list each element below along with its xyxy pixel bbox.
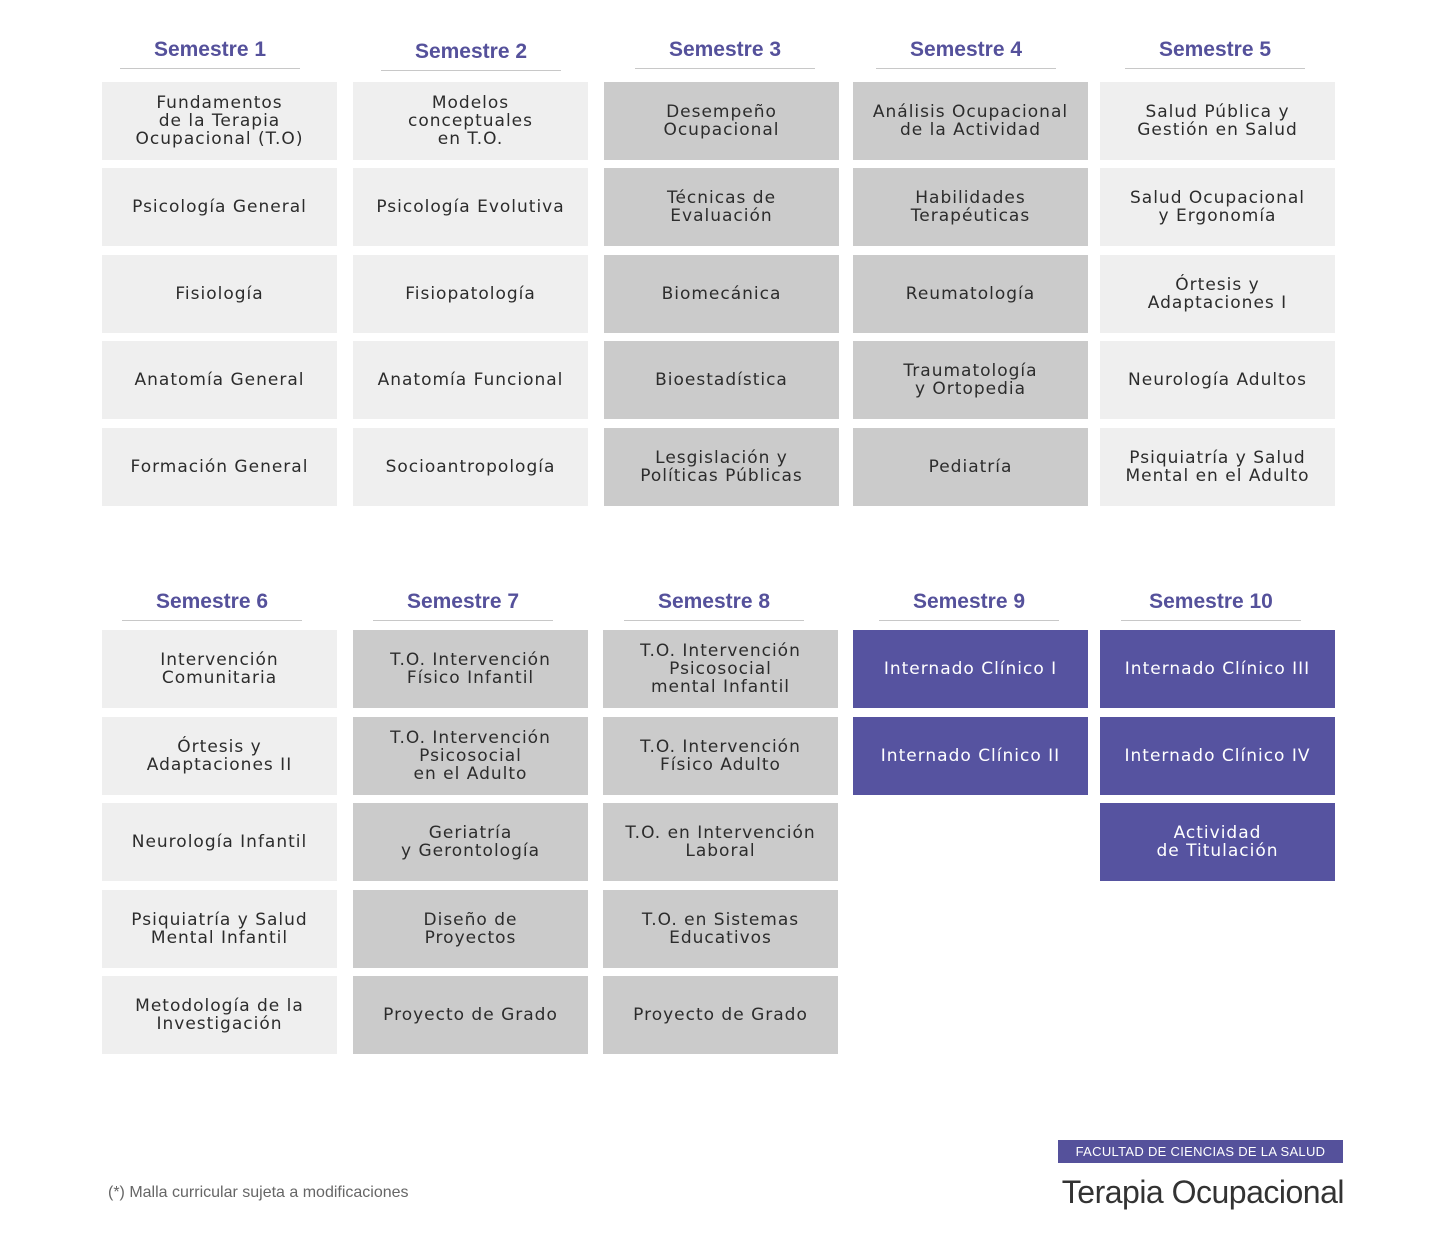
course-cell: Intervención Comunitaria: [102, 630, 337, 708]
course-cell: Órtesis y Adaptaciones I: [1100, 255, 1335, 333]
course-cell: Diseño de Proyectos: [353, 890, 588, 968]
course-cell: Desempeño Ocupacional: [604, 82, 839, 160]
course-cell: Psicología Evolutiva: [353, 168, 588, 246]
course-cell: T.O. en Sistemas Educativos: [603, 890, 838, 968]
program-title: Terapia Ocupacional: [1061, 1174, 1345, 1210]
course-cell: Fisiopatología: [353, 255, 588, 333]
course-cell: Proyecto de Grado: [603, 976, 838, 1054]
semester-5-title: Semestre 5: [1125, 35, 1305, 69]
course-cell: Psiquiatría y Salud Mental Infantil: [102, 890, 337, 968]
course-cell: Habilidades Terapéuticas: [853, 168, 1088, 246]
course-cell: Fisiología: [102, 255, 337, 333]
course-cell: Internado Clínico I: [853, 630, 1088, 708]
course-cell: Traumatología y Ortopedia: [853, 341, 1088, 419]
course-cell: Anatomía General: [102, 341, 337, 419]
semester-8-title: Semestre 8: [624, 587, 804, 621]
course-cell: Geriatría y Gerontología: [353, 803, 588, 881]
course-cell: Proyecto de Grado: [353, 976, 588, 1054]
course-cell: Análisis Ocupacional de la Actividad: [853, 82, 1088, 160]
semester-7-title: Semestre 7: [373, 587, 553, 621]
course-cell: Lesgislación y Políticas Públicas: [604, 428, 839, 506]
course-cell: Salud Pública y Gestión en Salud: [1100, 82, 1335, 160]
course-cell: Internado Clínico III: [1100, 630, 1335, 708]
semester-10-title: Semestre 10: [1121, 587, 1301, 621]
course-cell: Biomecánica: [604, 255, 839, 333]
course-cell: Modelos conceptuales en T.O.: [353, 82, 588, 160]
course-cell: Internado Clínico IV: [1100, 717, 1335, 795]
course-cell: Internado Clínico II: [853, 717, 1088, 795]
course-cell: Neurología Adultos: [1100, 341, 1335, 419]
semester-6-title: Semestre 6: [122, 587, 302, 621]
course-cell: Reumatología: [853, 255, 1088, 333]
semester-4-title: Semestre 4: [876, 35, 1056, 69]
course-cell: Socioantropología: [353, 428, 588, 506]
semester-3-title: Semestre 3: [635, 35, 815, 69]
course-cell: Fundamentos de la Terapia Ocupacional (T…: [102, 82, 337, 160]
course-cell: Bioestadística: [604, 341, 839, 419]
course-cell: Salud Ocupacional y Ergonomía: [1100, 168, 1335, 246]
course-cell: T.O. Intervención Psicosocial mental Inf…: [603, 630, 838, 708]
course-cell: T.O. Intervención Físico Infantil: [353, 630, 588, 708]
course-cell: Técnicas de Evaluación: [604, 168, 839, 246]
course-cell: Psiquiatría y Salud Mental en el Adulto: [1100, 428, 1335, 506]
course-cell: Pediatría: [853, 428, 1088, 506]
semester-2-title: Semestre 2: [381, 37, 561, 71]
faculty-badge: FACULTAD DE CIENCIAS DE LA SALUD: [1058, 1140, 1343, 1163]
course-cell: Neurología Infantil: [102, 803, 337, 881]
course-cell: Psicología General: [102, 168, 337, 246]
course-cell: Actividad de Titulación: [1100, 803, 1335, 881]
course-cell: T.O. Intervención Psicosocial en el Adul…: [353, 717, 588, 795]
semester-9-title: Semestre 9: [879, 587, 1059, 621]
semester-1-title: Semestre 1: [120, 35, 300, 69]
course-cell: Órtesis y Adaptaciones II: [102, 717, 337, 795]
course-cell: T.O. Intervención Físico Adulto: [603, 717, 838, 795]
course-cell: T.O. en Intervención Laboral: [603, 803, 838, 881]
disclaimer-note: (*) Malla curricular sujeta a modificaci…: [108, 1184, 409, 1201]
course-cell: Anatomía Funcional: [353, 341, 588, 419]
course-cell: Formación General: [102, 428, 337, 506]
course-cell: Metodología de la Investigación: [102, 976, 337, 1054]
